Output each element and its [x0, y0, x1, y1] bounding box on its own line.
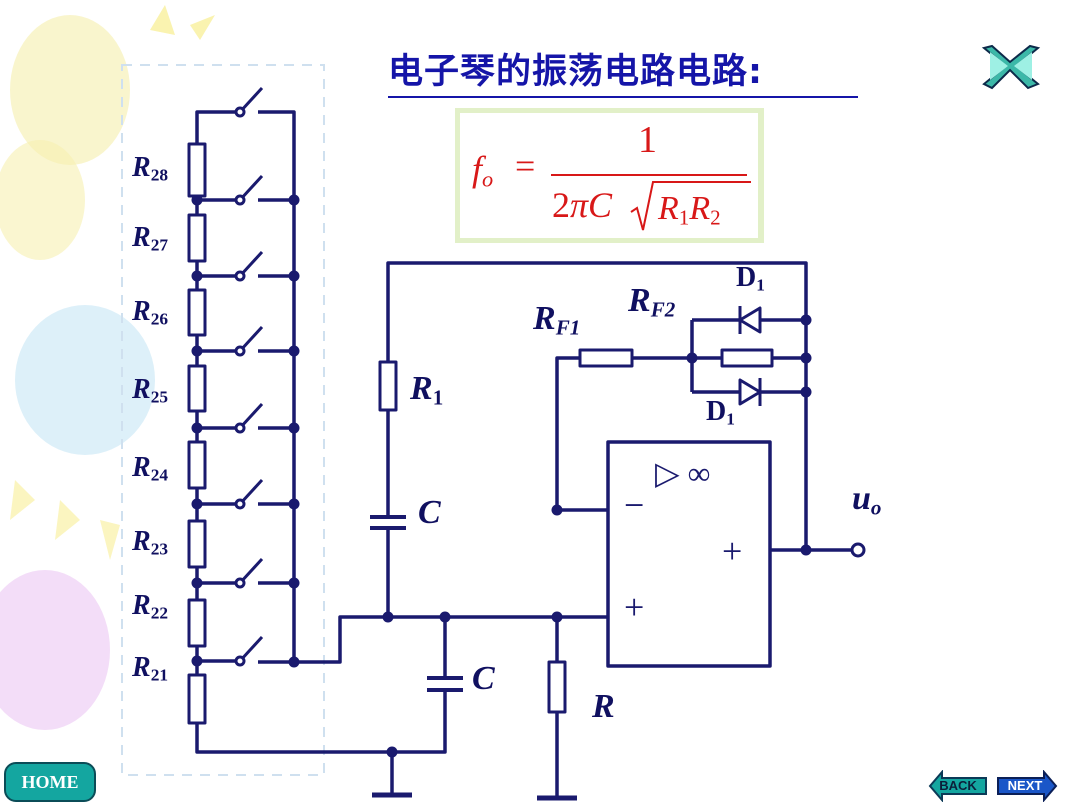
star-ray [100, 520, 120, 560]
formula-r1-sub: 1 [678, 205, 690, 230]
next-label: NEXT [1007, 778, 1043, 793]
opamp-symbol: ▷ ∞ [655, 455, 711, 491]
label-d1-top: D1 [736, 262, 765, 295]
label-r25: R25 [132, 374, 169, 407]
formula-two: 2 [552, 185, 570, 225]
ladder-resistors [187, 142, 207, 725]
opamp-minus: − [624, 485, 645, 525]
label-r27: R27 [132, 222, 169, 255]
star-ray [10, 480, 35, 520]
page-title: 电子琴的振荡电路电路: [388, 48, 858, 98]
formula-box [455, 108, 764, 243]
star-ray [150, 5, 175, 35]
formula-f: f [472, 149, 483, 189]
formula-denominator: 2πC [552, 184, 612, 226]
star-ray [190, 15, 215, 40]
formula-pi: π [570, 185, 589, 225]
balloon-yellow [10, 15, 130, 165]
label-r26: R26 [132, 296, 169, 329]
label-c-bottom: C [472, 660, 495, 697]
label-output: uo [852, 480, 882, 520]
next-button[interactable]: NEXT [996, 770, 1058, 802]
junction-dots [191, 194, 812, 758]
label-r1: R1 [410, 370, 444, 410]
back-button[interactable]: BACK [928, 770, 988, 802]
balloon-yellow-2 [0, 140, 85, 260]
formula-equals: = [515, 146, 536, 186]
formula-c: C [588, 185, 613, 225]
label-d1-bottom: D1 [706, 396, 735, 429]
label-r21: R21 [132, 652, 169, 685]
home-label: HOME [21, 772, 79, 792]
label-r23: R23 [132, 526, 169, 559]
star-ray [55, 500, 80, 540]
opamp-plus-in: + [624, 587, 645, 627]
collapse-icon[interactable] [980, 44, 1042, 92]
label-r22: R22 [132, 590, 169, 623]
label-rf2: RF2 [628, 282, 676, 322]
home-button[interactable]: HOME [4, 762, 96, 802]
formula-lhs: fo [472, 148, 493, 193]
formula-numerator: 1 [638, 119, 657, 161]
label-r28: R28 [132, 152, 169, 185]
opamp-plus-out: + [722, 531, 743, 571]
label-rf1: RF1 [533, 300, 581, 340]
formula-r2: R [689, 190, 711, 227]
label-r-ground: R [592, 688, 615, 725]
ladder-switches [234, 86, 264, 667]
label-c-top: C [418, 494, 441, 531]
back-label: BACK [939, 778, 977, 793]
back-arrow-icon [928, 770, 987, 802]
formula-radicand: R1R2 [658, 190, 721, 230]
balloon-blue [15, 305, 155, 455]
dashed-frame [121, 64, 325, 776]
op-amp [606, 440, 866, 668]
sqrt-sign [630, 181, 751, 231]
balloon-purple [0, 570, 110, 730]
formula-r1: R [658, 190, 679, 227]
label-r24: R24 [132, 452, 169, 485]
ladder-wires [195, 110, 608, 754]
next-arrow-icon [997, 770, 1058, 802]
formula-f-sub: o [482, 166, 494, 192]
formula-r2-sub: 2 [710, 205, 721, 230]
